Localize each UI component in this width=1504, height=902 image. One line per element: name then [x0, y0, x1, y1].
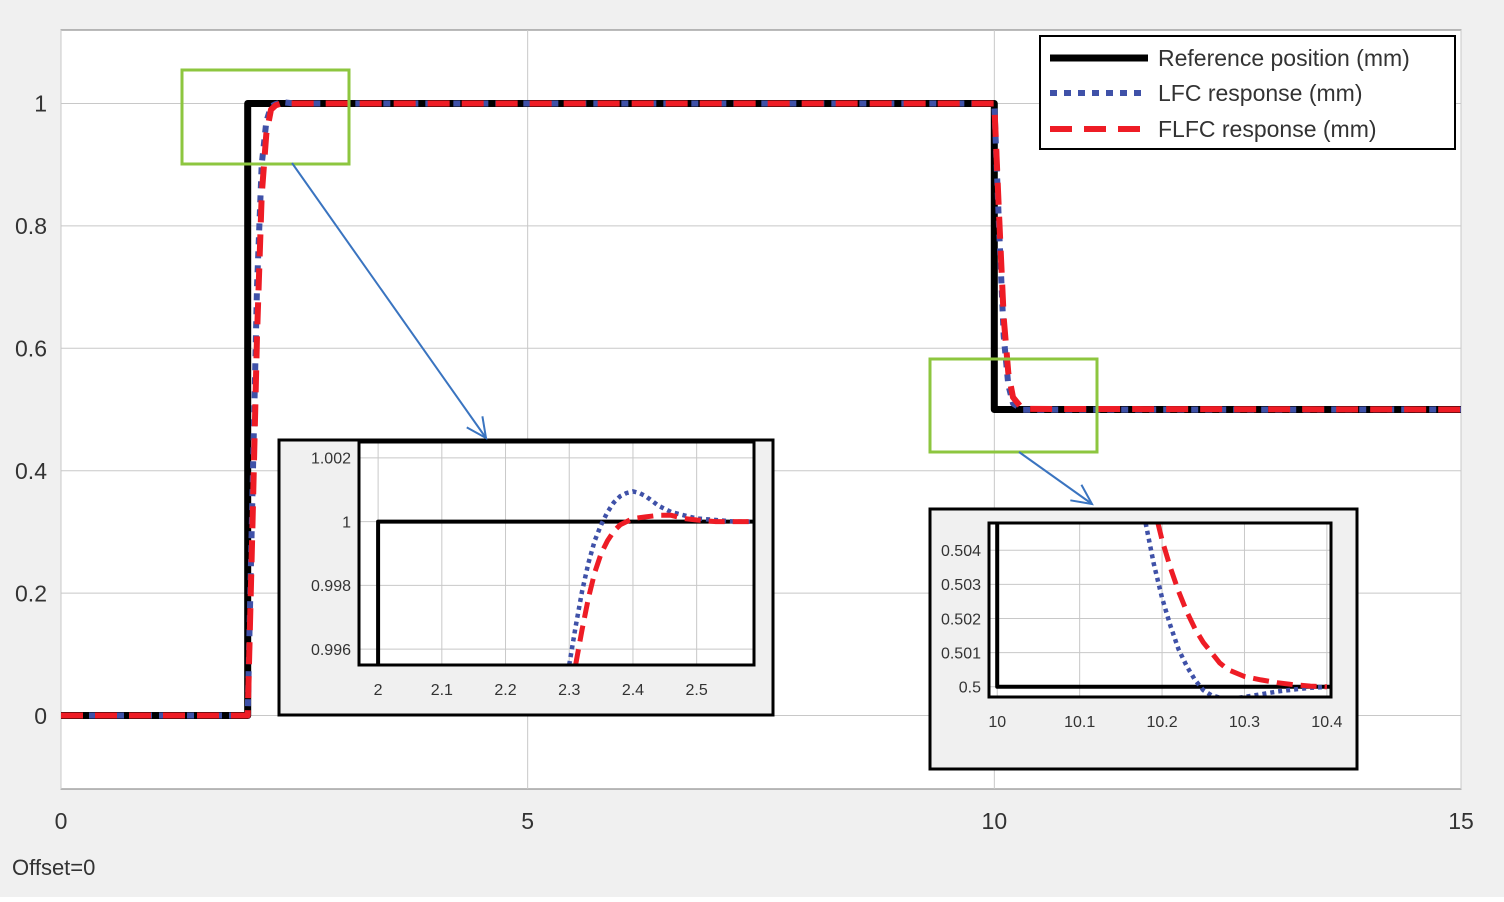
- x-tick-label: 10.3: [1229, 714, 1260, 731]
- y-tick-label: 0: [34, 703, 47, 729]
- x-tick-label: 2.3: [558, 682, 580, 699]
- offset-label: Offset=0: [12, 855, 96, 880]
- y-tick-label: 1: [34, 91, 47, 117]
- inset2-series-flfc: [1155, 523, 1328, 690]
- inset2-plot-area: [988, 522, 1332, 698]
- x-tick-label: 10.4: [1311, 714, 1342, 731]
- x-tick-label: 10.2: [1146, 714, 1177, 731]
- x-tick-label: 2: [374, 682, 383, 699]
- legend-label: Reference position (mm): [1158, 45, 1410, 71]
- x-tick-label: 10: [988, 714, 1006, 731]
- zoom-arrow-1: [291, 162, 488, 440]
- x-tick-label: 5: [521, 808, 534, 834]
- y-tick-label: 0.996: [311, 642, 351, 659]
- inset1-series-flfc: [573, 512, 754, 665]
- zoom-region-box-2: [928, 357, 1099, 454]
- inset1-plot-area: [358, 441, 755, 666]
- x-tick-label: 0: [55, 808, 68, 834]
- legend-label: FLFC response (mm): [1158, 116, 1377, 142]
- y-tick-label: 0.4: [15, 458, 47, 484]
- y-tick-label: 0.504: [941, 543, 981, 560]
- legend: Reference position (mm) LFC response (mm)…: [1039, 35, 1456, 150]
- inset2-chart: 10 10.1 10.2 10.3 10.4 0.5 0.501 0.502 0.503 0.50…: [928, 507, 1359, 771]
- y-tick-label: 0.501: [941, 645, 981, 662]
- inset1-axes-box: [357, 440, 756, 667]
- x-tick-label: 2.1: [431, 682, 453, 699]
- x-tick-label: 10.1: [1064, 714, 1095, 731]
- x-tick-label: 15: [1448, 808, 1474, 834]
- y-tick-label: 1.002: [311, 451, 351, 468]
- main-series-group: [61, 99, 1461, 719]
- x-tick-label: 2.2: [494, 682, 516, 699]
- y-tick-label: 1: [342, 514, 351, 531]
- y-tick-label: 0.998: [311, 578, 351, 595]
- zoom-region-box-1: [180, 68, 351, 166]
- legend-label: LFC response (mm): [1158, 80, 1362, 106]
- y-tick-label: 0.6: [15, 336, 47, 362]
- x-tick-label: 2.5: [686, 682, 708, 699]
- y-tick-label: 0.5: [959, 680, 981, 697]
- inset2-series-ref: [995, 523, 1331, 689]
- y-tick-label: 0.502: [941, 611, 981, 628]
- y-tick-label: 0.503: [941, 577, 981, 594]
- inset2-axes-box: [987, 521, 1333, 699]
- y-tick-label: 0.2: [15, 580, 47, 606]
- inset1-series-group: [376, 489, 754, 665]
- inset1-chart: 2 2.1 2.2 2.3 2.4 2.5 0.996 0.998 1 1.002: [277, 438, 775, 717]
- y-tick-label: 0.8: [15, 213, 47, 239]
- x-tick-label: 2.4: [622, 682, 644, 699]
- zoom-arrow-2: [1018, 451, 1094, 506]
- x-tick-label: 10: [982, 808, 1008, 834]
